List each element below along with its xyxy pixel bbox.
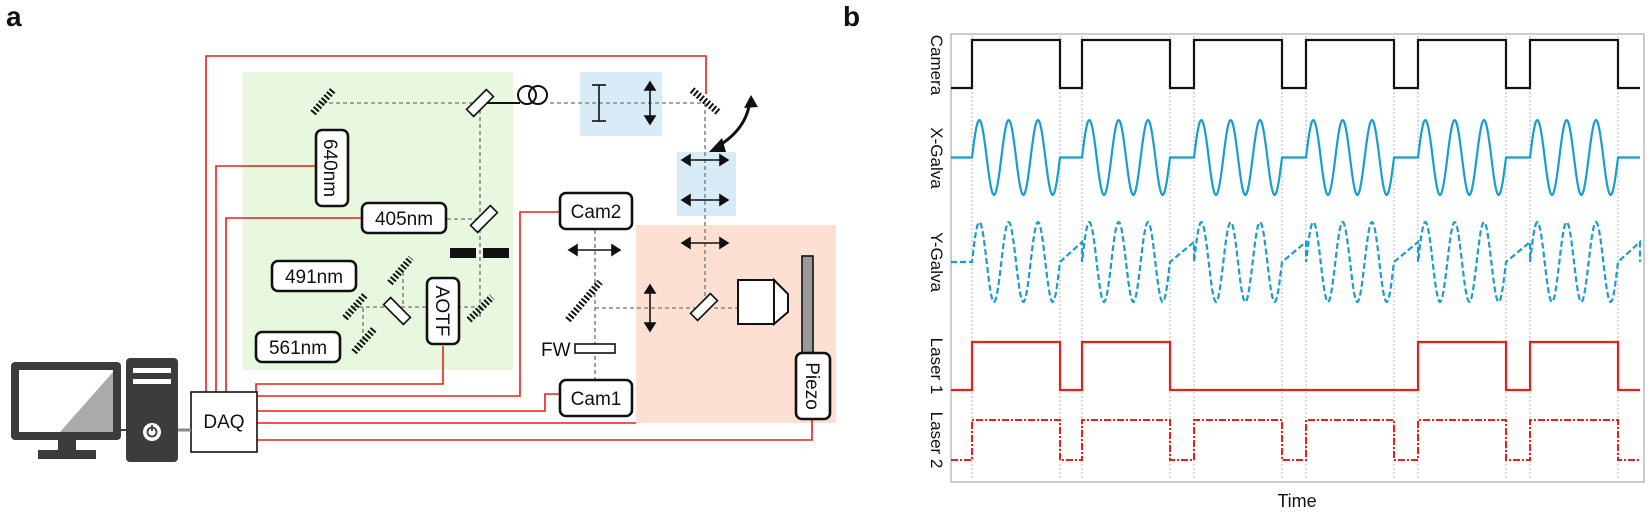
mirrors [310, 87, 721, 355]
monitor-icon [11, 362, 121, 459]
track-label-0: Camera [927, 35, 946, 96]
svg-text:561nm: 561nm [269, 338, 327, 359]
trace-laser-1 [951, 340, 1640, 392]
timing-traces [951, 38, 1642, 461]
track-label-3: Laser 1 [927, 338, 946, 395]
piezo-box: Piezo [794, 351, 832, 421]
daq-box: DAQ [190, 391, 258, 453]
computer-tower-icon [126, 358, 178, 462]
svg-text:AOTF: AOTF [431, 286, 452, 337]
aotf-box: AOTF [425, 276, 461, 346]
track-label-4: Laser 2 [927, 412, 946, 469]
timing-plot-frame [950, 33, 1645, 483]
panel-label-b: b [843, 1, 860, 32]
objective-icon [737, 277, 789, 327]
laser-box-561: 561nm [254, 330, 342, 364]
galvo-arrowhead-icon-1 [709, 138, 726, 152]
trace-camera [951, 38, 1640, 90]
laser-box-491: 491nm [270, 259, 358, 293]
filter-wheel-label: FW [541, 340, 571, 361]
trace-y-galva [951, 220, 1642, 304]
piezo-stage-bar [801, 255, 814, 357]
beam-block-icon [450, 248, 509, 258]
beam-paths [322, 102, 770, 380]
svg-text:405nm: 405nm [375, 209, 433, 230]
time-axis-label: Time [1277, 491, 1316, 511]
camera-box-cam2: Cam2 [558, 191, 634, 231]
svg-text:DAQ: DAQ [203, 412, 244, 433]
svg-text:Piezo: Piezo [801, 362, 822, 410]
laser-box-405: 405nm [360, 201, 448, 235]
trace-laser-2 [951, 419, 1640, 461]
scan-optics-region-1 [580, 72, 662, 136]
track-label-1: X-Galva [927, 127, 946, 189]
track-label-2: Y-Galva [927, 232, 946, 292]
lenses [567, 80, 730, 333]
trace-x-galva [951, 118, 1640, 197]
svg-text:491nm: 491nm [285, 267, 343, 288]
svg-text:640nm: 640nm [319, 139, 340, 197]
svg-text:Cam2: Cam2 [571, 202, 622, 223]
camera-box-cam1: Cam1 [558, 378, 634, 418]
laser-box-640: 640nm [314, 128, 350, 208]
galvo-arrowhead-icon-2 [744, 95, 758, 108]
svg-text:Cam1: Cam1 [571, 389, 622, 410]
panel-label-a: a [6, 1, 22, 32]
dichroics [382, 88, 719, 354]
